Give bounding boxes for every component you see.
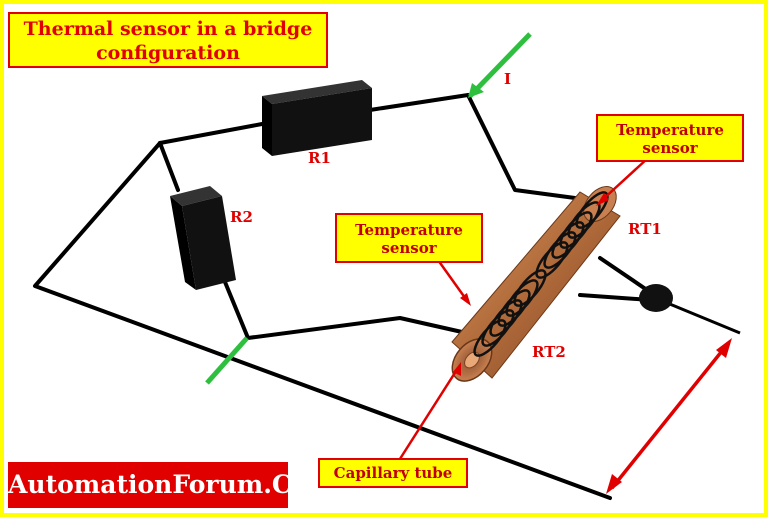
wire-rt2-out — [578, 293, 652, 302]
title-line-1: Thermal sensor in a bridge — [23, 18, 313, 40]
wire-top-right — [368, 93, 470, 112]
wire-outer-left — [33, 141, 612, 500]
label-rt2: RT2 — [532, 343, 566, 361]
callout-mid-line-1: Temperature — [355, 221, 463, 239]
wire-top-left — [158, 122, 264, 145]
ground-marker — [205, 336, 249, 385]
wire-lower-mid — [246, 316, 464, 340]
callout-arrows — [396, 157, 649, 463]
current-arrow-marker — [468, 32, 532, 98]
sensor-bulb — [639, 284, 673, 312]
resistor-r2 — [170, 186, 236, 290]
wire-rt1-out — [598, 256, 652, 294]
label-r1: R1 — [308, 149, 331, 167]
callout-mid-line-2: sensor — [381, 239, 437, 257]
callout-temperature-sensor-mid: Temperature sensor — [335, 213, 483, 263]
diagram-title: Thermal sensor in a bridge configuration — [8, 12, 328, 68]
brand-logo: AutomationForum.Co — [8, 462, 308, 508]
label-r2: R2 — [230, 208, 253, 226]
probe-lead — [659, 298, 741, 335]
callout-top-line-2: sensor — [642, 139, 698, 157]
callout-temperature-sensor-top: Temperature sensor — [596, 114, 744, 162]
bridge-wires — [33, 93, 652, 500]
coil-rt2 — [473, 269, 547, 357]
resistor-r1 — [262, 80, 372, 156]
wire-right-diag — [466, 93, 577, 200]
coil-rt1 — [535, 191, 609, 279]
dimension-arrow — [606, 338, 732, 494]
current-arrow-head — [468, 83, 484, 98]
label-current: I — [504, 70, 511, 88]
wire-r2-lower — [223, 280, 250, 340]
wire-left-branch — [158, 141, 180, 192]
callout-top-line-1: Temperature — [616, 121, 724, 139]
title-line-2: configuration — [96, 42, 240, 64]
label-rt1: RT1 — [628, 220, 662, 238]
callout-capillary-tube: Capillary tube — [318, 458, 468, 488]
